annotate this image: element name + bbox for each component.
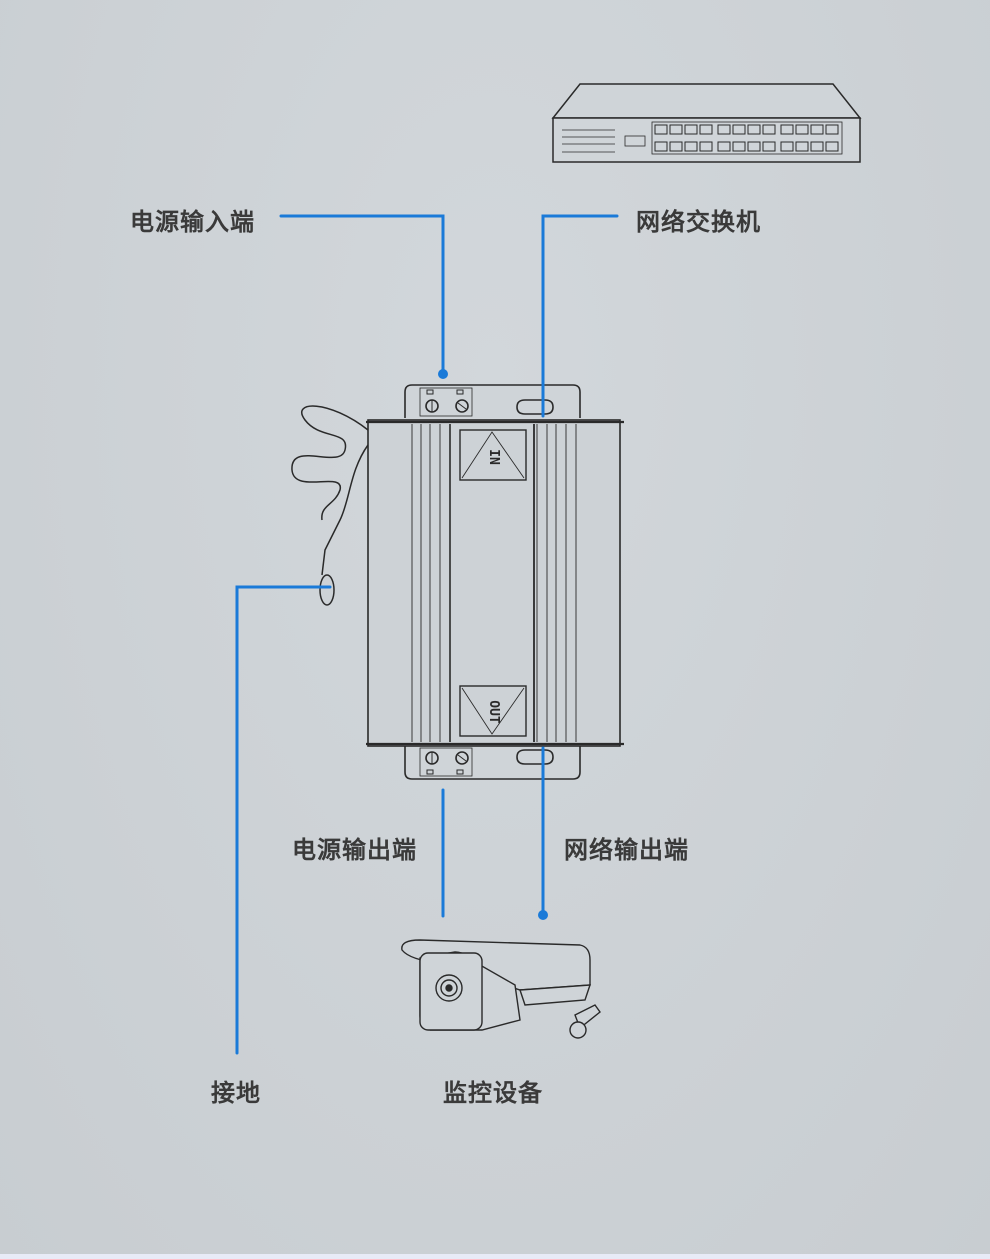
label-power-input: 电源输入端 xyxy=(130,208,255,236)
label-network-switch: 网络交换机 xyxy=(636,208,761,236)
in-marker: IN xyxy=(486,449,501,465)
leader-power-input xyxy=(279,214,445,374)
out-marker: OUT xyxy=(486,700,501,724)
leader-network-switch xyxy=(541,214,619,418)
surge-protector-illustration xyxy=(291,384,624,780)
power-input-dot xyxy=(438,369,448,379)
camera-illustration xyxy=(401,939,601,1039)
label-ground: 接地 xyxy=(211,1079,261,1107)
bottom-strip xyxy=(0,1254,990,1259)
label-power-output: 电源输出端 xyxy=(292,836,417,864)
label-network-output: 网络输出端 xyxy=(564,836,689,864)
label-monitoring-device: 监控设备 xyxy=(443,1079,543,1107)
network-switch-illustration xyxy=(551,83,862,163)
network-output-dot xyxy=(538,910,548,920)
leader-lines xyxy=(235,214,619,1055)
leader-ground xyxy=(235,585,332,1055)
switch-ports xyxy=(651,121,843,155)
